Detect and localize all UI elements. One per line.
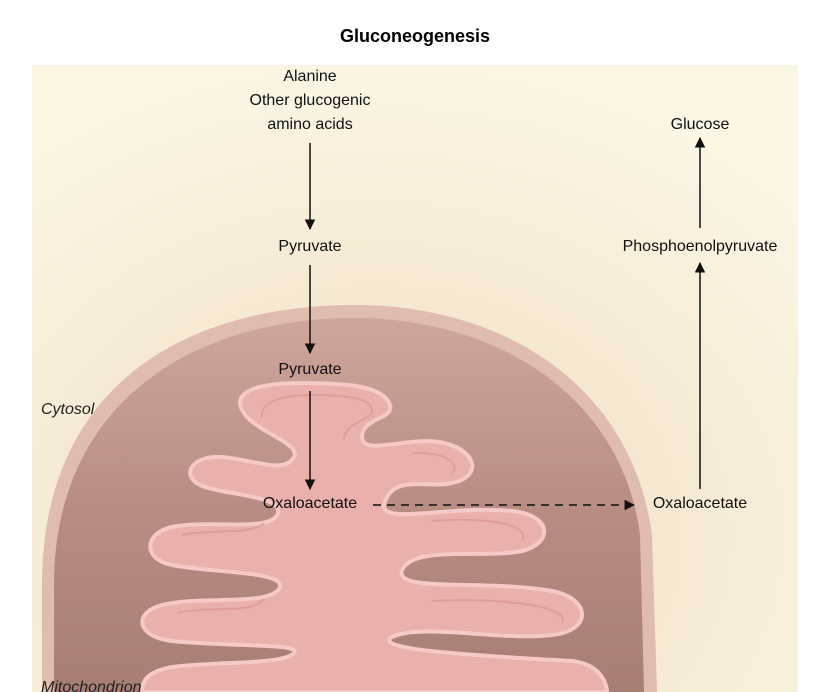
- label-cytosol: Cytosol: [41, 401, 94, 419]
- cell-illustration: [32, 65, 798, 692]
- diagram-title: Gluconeogenesis: [0, 26, 830, 47]
- label-alanine: Alanine: [210, 65, 410, 89]
- label-pyruvate-cytosol: Pyruvate: [250, 235, 370, 259]
- label-other-glucogenic: Other glucogenic: [210, 89, 410, 113]
- label-pyruvate-mitochondrion: Pyruvate: [250, 358, 370, 382]
- label-amino-acids: amino acids: [210, 113, 410, 137]
- label-oxaloacetate-cytosol: Oxaloacetate: [636, 492, 764, 516]
- label-mitochondrion: Mitochondrion: [41, 679, 142, 692]
- label-phosphoenolpyruvate: Phosphoenolpyruvate: [602, 235, 798, 259]
- label-oxaloacetate-mitochondrion: Oxaloacetate: [246, 492, 374, 516]
- label-glucose: Glucose: [640, 113, 760, 137]
- cell-diagram-panel: Alanine Other glucogenic amino acids Pyr…: [32, 65, 798, 692]
